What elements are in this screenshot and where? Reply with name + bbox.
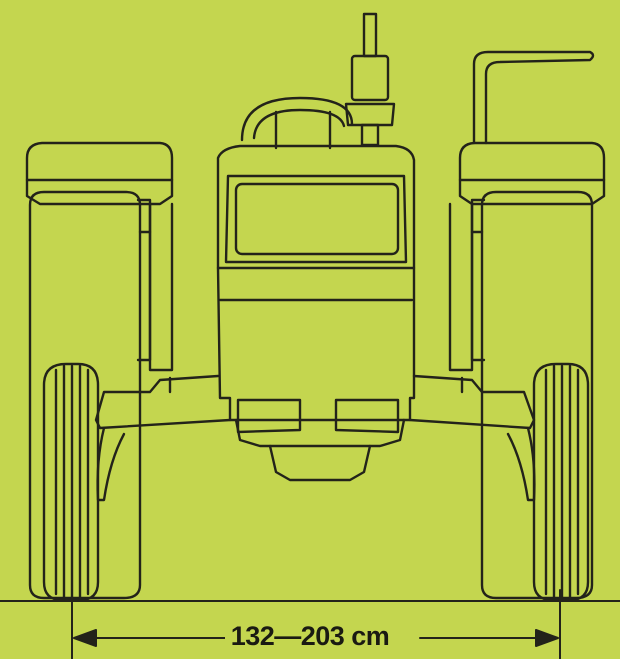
front-axle (94, 374, 536, 502)
arrowhead-right-icon (535, 629, 559, 647)
left-rear-wheel (25, 141, 174, 600)
hood (216, 144, 416, 482)
track-width-dimension (71, 589, 561, 659)
left-front-wheel (42, 362, 100, 602)
right-rear-wheel (448, 141, 606, 600)
air-intake-stack (344, 12, 396, 147)
arrowhead-left-icon (73, 629, 97, 647)
exhaust-pipe (472, 50, 595, 145)
right-front-wheel (532, 362, 590, 602)
steering-wheel (240, 96, 354, 150)
